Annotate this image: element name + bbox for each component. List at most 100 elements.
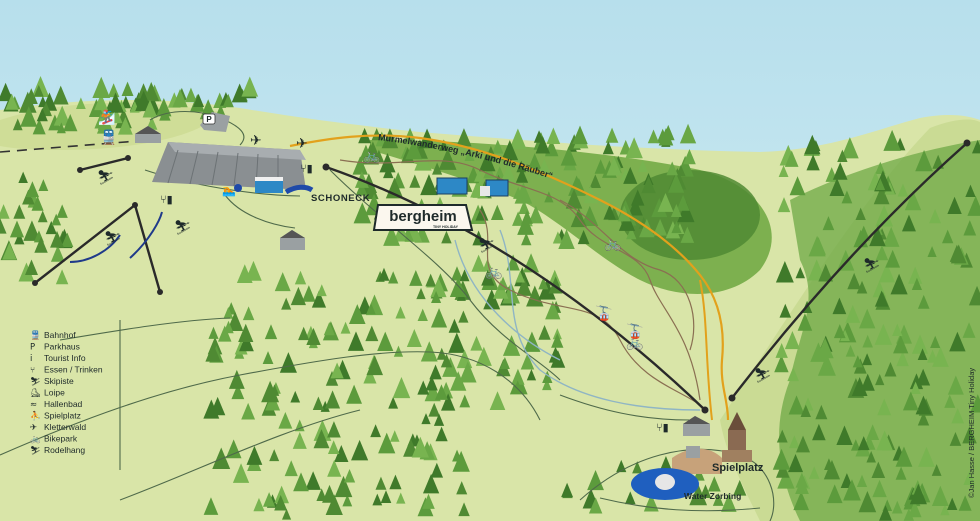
tree — [264, 324, 278, 340]
tree — [626, 226, 637, 240]
tree — [511, 368, 525, 385]
tree — [892, 323, 903, 337]
tree — [851, 377, 868, 397]
tree — [381, 128, 399, 149]
tree — [721, 493, 737, 512]
tree — [605, 127, 619, 143]
tree — [439, 139, 449, 151]
tree — [797, 313, 813, 331]
tree — [38, 179, 49, 191]
food-drink-icon-1: ⑂▮ — [160, 193, 173, 206]
tree — [322, 484, 337, 503]
schoneck-buildings — [152, 142, 314, 195]
tree — [676, 194, 690, 211]
legend-label: Spielplatz — [44, 411, 81, 421]
tree — [24, 88, 38, 104]
tree — [261, 380, 280, 403]
tree — [306, 327, 321, 346]
tree — [417, 308, 428, 321]
tree — [909, 483, 927, 505]
tree — [53, 105, 71, 126]
tree — [274, 485, 290, 504]
legend-label: Bikepark — [44, 434, 78, 444]
tree — [50, 245, 65, 262]
tree — [13, 204, 26, 219]
tree — [142, 99, 158, 118]
tree — [32, 118, 46, 135]
tree — [377, 331, 394, 352]
tree — [666, 161, 678, 176]
tree — [911, 334, 929, 354]
food-drink-icon-2: ⑂▮ — [300, 162, 313, 175]
tree — [380, 490, 392, 504]
tree — [874, 290, 889, 307]
tree — [885, 249, 901, 268]
tree — [137, 83, 150, 99]
tree — [911, 277, 923, 291]
tree — [875, 373, 885, 386]
tree — [334, 444, 349, 463]
tree — [860, 373, 875, 391]
tree — [343, 468, 356, 483]
tree — [775, 342, 788, 358]
tree — [392, 376, 411, 399]
tree — [263, 492, 276, 507]
tree — [852, 355, 863, 368]
tree — [425, 375, 438, 391]
tree — [449, 277, 467, 298]
water-zorbing-pond — [631, 468, 699, 500]
tree — [884, 362, 897, 377]
tree — [679, 123, 697, 144]
tree — [96, 113, 114, 134]
tree — [775, 260, 794, 283]
tree — [12, 118, 23, 131]
tree — [855, 207, 866, 221]
tree — [172, 88, 188, 108]
tree — [327, 440, 340, 455]
tree — [388, 396, 399, 409]
tree — [451, 266, 463, 281]
tree — [353, 202, 372, 224]
legend-label: Loipe — [44, 388, 65, 398]
train-icon: 🚆 — [30, 330, 41, 341]
tree — [625, 137, 643, 159]
tree — [551, 332, 564, 348]
tree — [947, 497, 958, 511]
tree — [325, 494, 343, 516]
tree — [500, 164, 517, 184]
tree — [14, 232, 25, 245]
tree — [92, 76, 111, 99]
tree — [535, 136, 551, 154]
snowboard-icon: 🏂 — [98, 109, 115, 126]
tree — [651, 197, 668, 218]
tree — [313, 429, 330, 449]
tree — [274, 272, 291, 292]
tree — [239, 333, 254, 352]
tree — [930, 335, 941, 349]
tree — [238, 323, 254, 342]
tree — [279, 352, 297, 373]
tree — [432, 162, 443, 175]
chairlift-icon-2: 🚡 — [626, 323, 643, 340]
tree — [212, 447, 231, 469]
houses — [135, 126, 710, 436]
tree — [50, 230, 64, 248]
tree — [909, 373, 924, 390]
tree — [227, 311, 244, 331]
tree — [929, 208, 942, 224]
tree — [106, 103, 123, 124]
tree — [942, 229, 954, 244]
valley-paths — [454, 229, 701, 411]
tree — [883, 129, 901, 151]
tree — [388, 271, 399, 284]
climbing-icon: ✈ — [30, 423, 37, 433]
tree — [366, 355, 384, 376]
tree — [895, 446, 913, 467]
tree — [538, 325, 551, 340]
tree — [448, 318, 461, 333]
legend-label: Bahnhof — [44, 330, 76, 340]
tree — [795, 266, 806, 279]
info-icon: i — [30, 354, 32, 364]
tree — [789, 435, 800, 449]
tree — [949, 331, 966, 352]
